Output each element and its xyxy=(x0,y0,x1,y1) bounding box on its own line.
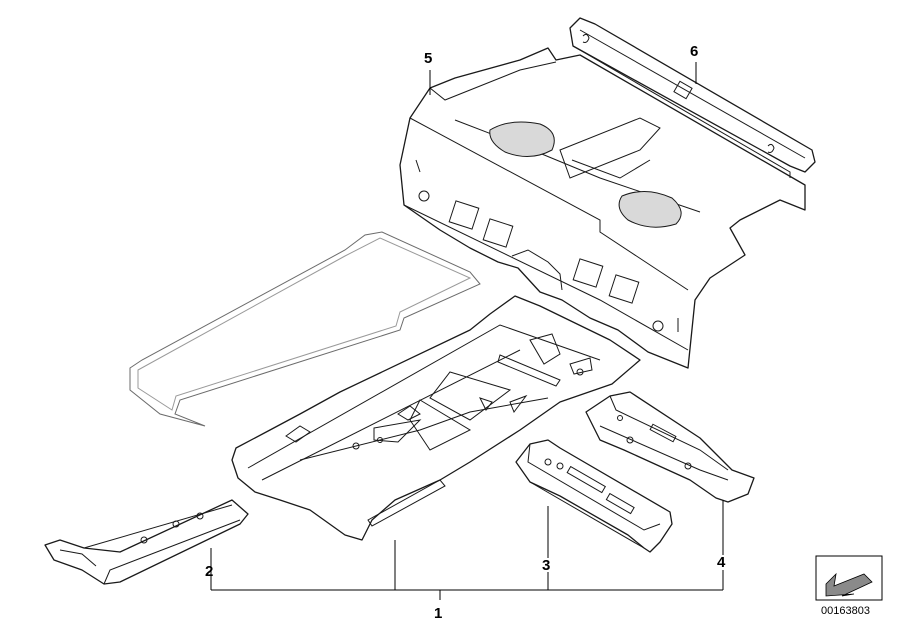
reference-symbol xyxy=(815,555,883,601)
right-bracket xyxy=(585,391,755,503)
callout-5: 5 xyxy=(424,50,432,67)
arrow-icon xyxy=(825,572,873,597)
middle-bracket xyxy=(515,439,673,553)
cross-member-rail xyxy=(569,17,816,178)
callout-1: 1 xyxy=(434,605,442,622)
floor-mat xyxy=(129,231,481,427)
document-number: 00163803 xyxy=(821,605,870,617)
leader-lines xyxy=(210,62,724,600)
callout-3: 3 xyxy=(542,557,550,574)
callout-2: 2 xyxy=(205,563,213,580)
callout-6: 6 xyxy=(690,43,698,60)
floor-panel xyxy=(231,295,641,541)
callout-4: 4 xyxy=(717,554,726,571)
left-rail-member xyxy=(44,499,249,585)
rear-seat-panel xyxy=(399,47,806,369)
